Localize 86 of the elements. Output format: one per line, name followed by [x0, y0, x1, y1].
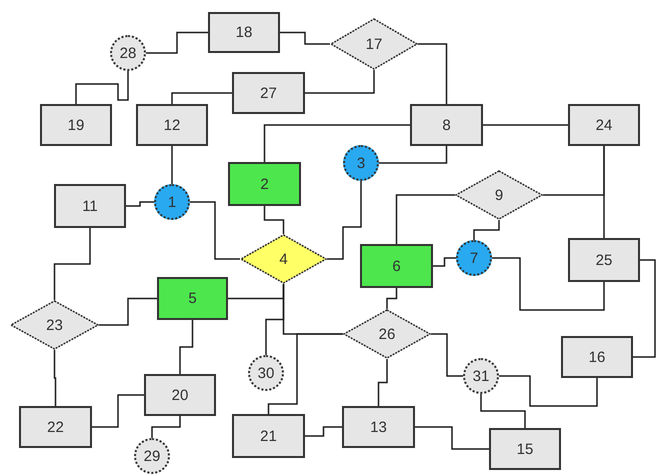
connector-line — [499, 375, 598, 407]
process-box — [561, 336, 633, 378]
connector-line — [378, 359, 388, 406]
node-label: 13 — [370, 420, 387, 434]
process-box — [40, 104, 112, 146]
node-label: 20 — [172, 388, 188, 402]
connector-line — [415, 426, 489, 450]
node-label: 28 — [120, 46, 136, 60]
connector-line — [54, 228, 91, 300]
node-label: 7 — [470, 250, 478, 266]
connector-line — [151, 416, 181, 438]
connector-line — [473, 220, 500, 240]
connector-line — [146, 32, 208, 54]
node-label: 6 — [392, 258, 401, 274]
connector-line — [92, 394, 144, 428]
connector-line — [99, 298, 157, 326]
process-box — [232, 414, 305, 458]
connector-line — [54, 350, 56, 406]
connector-line — [327, 181, 362, 260]
process-box — [19, 406, 92, 448]
process-box — [54, 184, 126, 228]
node-label: 1 — [168, 194, 176, 210]
process-box — [489, 428, 561, 470]
connector-line — [280, 32, 330, 45]
node-label: 30 — [258, 366, 274, 380]
node-label: 23 — [46, 318, 63, 332]
connector-line — [379, 146, 448, 164]
connector-line — [492, 257, 605, 311]
process-box — [144, 374, 216, 416]
node-label: 11 — [82, 198, 98, 214]
node-label: 18 — [236, 25, 252, 40]
process-box — [360, 244, 433, 288]
connector-line — [396, 194, 455, 244]
node-label: 19 — [68, 118, 84, 132]
node-label: 8 — [442, 118, 451, 132]
node-label: 21 — [260, 428, 277, 444]
connector-line — [480, 394, 526, 428]
connector-line — [305, 70, 375, 94]
node-label: 3 — [356, 156, 366, 170]
node-label: 26 — [378, 326, 396, 342]
connector-line — [179, 320, 194, 374]
node-label: 9 — [494, 188, 504, 202]
node-label: 27 — [260, 86, 277, 100]
connector-line — [386, 288, 398, 309]
node-label: 16 — [588, 350, 606, 364]
process-box — [342, 406, 415, 448]
node-label: 12 — [164, 118, 180, 132]
process-box — [136, 104, 208, 146]
connector-line — [265, 284, 284, 355]
process-box — [568, 104, 640, 146]
connector-line — [264, 206, 284, 234]
connector-line — [171, 146, 173, 184]
decision-diamond — [10, 300, 99, 350]
decision-diamond — [240, 234, 327, 284]
node-label: 17 — [366, 36, 382, 52]
decision-diamond — [330, 18, 418, 70]
process-box — [232, 72, 305, 114]
connector-line — [305, 426, 342, 437]
connector-line — [418, 43, 448, 104]
connector-line — [603, 146, 605, 238]
process-box — [410, 104, 483, 146]
decision-diamond — [455, 170, 543, 220]
node-label: 29 — [144, 448, 160, 464]
node-label: 15 — [516, 442, 534, 456]
process-box — [157, 277, 228, 320]
connector-line — [171, 92, 232, 104]
connector-line — [126, 201, 154, 207]
node-label: 24 — [596, 118, 612, 132]
node-label: 4 — [279, 252, 288, 266]
connector-line — [633, 259, 656, 358]
connector-line — [433, 257, 456, 267]
process-box — [208, 12, 280, 53]
connector-line — [190, 201, 240, 260]
connector-line — [264, 124, 410, 162]
node-label: 25 — [596, 252, 612, 268]
process-box — [568, 238, 640, 282]
connector-line — [483, 124, 568, 126]
node-label: 5 — [188, 291, 197, 306]
process-box — [228, 162, 301, 206]
decision-diamond — [343, 309, 431, 359]
node-label: 22 — [47, 420, 64, 434]
connector-line — [268, 333, 343, 414]
node-label: 2 — [260, 176, 269, 192]
node-label: 31 — [472, 368, 490, 384]
connector-line — [75, 71, 129, 104]
connector-line — [431, 333, 463, 377]
